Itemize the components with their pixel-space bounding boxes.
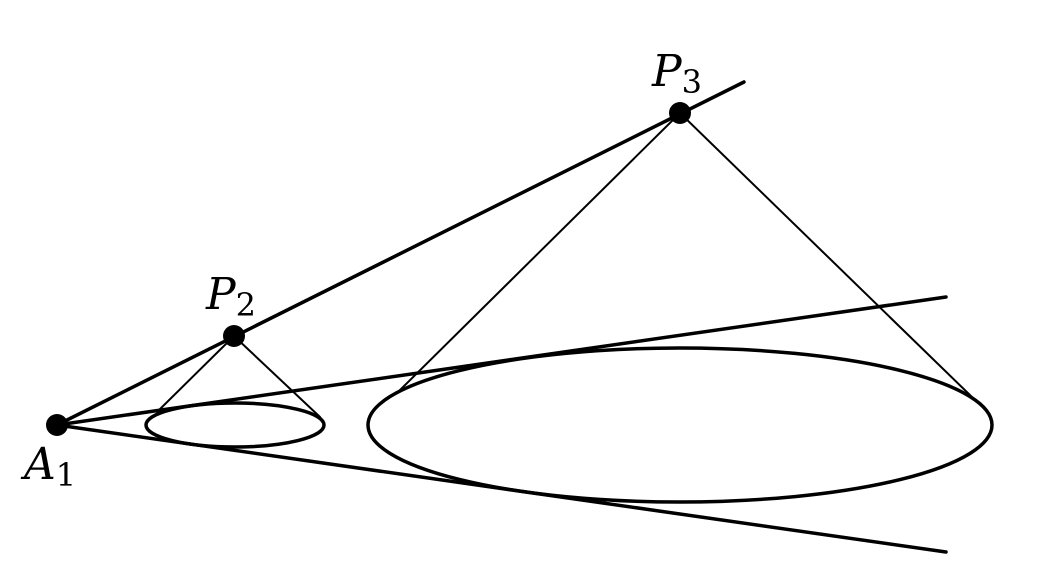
point-p2 [223,325,245,347]
large-cone-left-edge [396,112,681,394]
label-a1: A1 [20,439,76,494]
line-a1-p3 [55,80,746,427]
point-a1 [46,414,68,436]
small-ellipse [144,401,326,449]
label-p2: P2 [205,269,256,324]
large-cone-right-edge [679,112,974,399]
label-p3-base: P [651,46,683,97]
small-cone-right-edge [233,335,321,418]
label-p3: P3 [651,46,702,101]
label-p2-base: P [205,269,237,320]
large-ellipse [366,346,994,504]
point-p3 [669,102,691,124]
label-a1-sub: 1 [56,456,76,494]
label-p2-sub: 2 [236,286,256,324]
small-cone-left-edge [156,335,235,413]
label-a1-base: A [20,439,56,490]
label-p3-sub: 3 [682,63,702,101]
